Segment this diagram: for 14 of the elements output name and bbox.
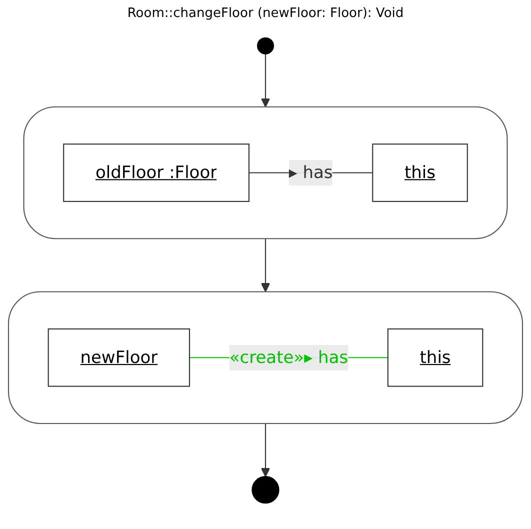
node-box: this [387,328,484,387]
arrow [260,423,270,478]
cluster [23,106,508,240]
node-circle [257,37,274,54]
node-box: this [372,144,468,202]
diagram-title: Room::changeFloor (newFloor: Floor): Void [126,6,405,21]
node-circle [252,476,280,504]
arrow [260,54,270,108]
edge-label: ▸ has [288,162,333,182]
edge-label: «create»▸ has [229,346,348,368]
node-box: oldFloor :Floor [63,144,250,202]
arrow [260,238,270,292]
node-box: newFloor [48,328,190,387]
cluster [8,291,524,424]
